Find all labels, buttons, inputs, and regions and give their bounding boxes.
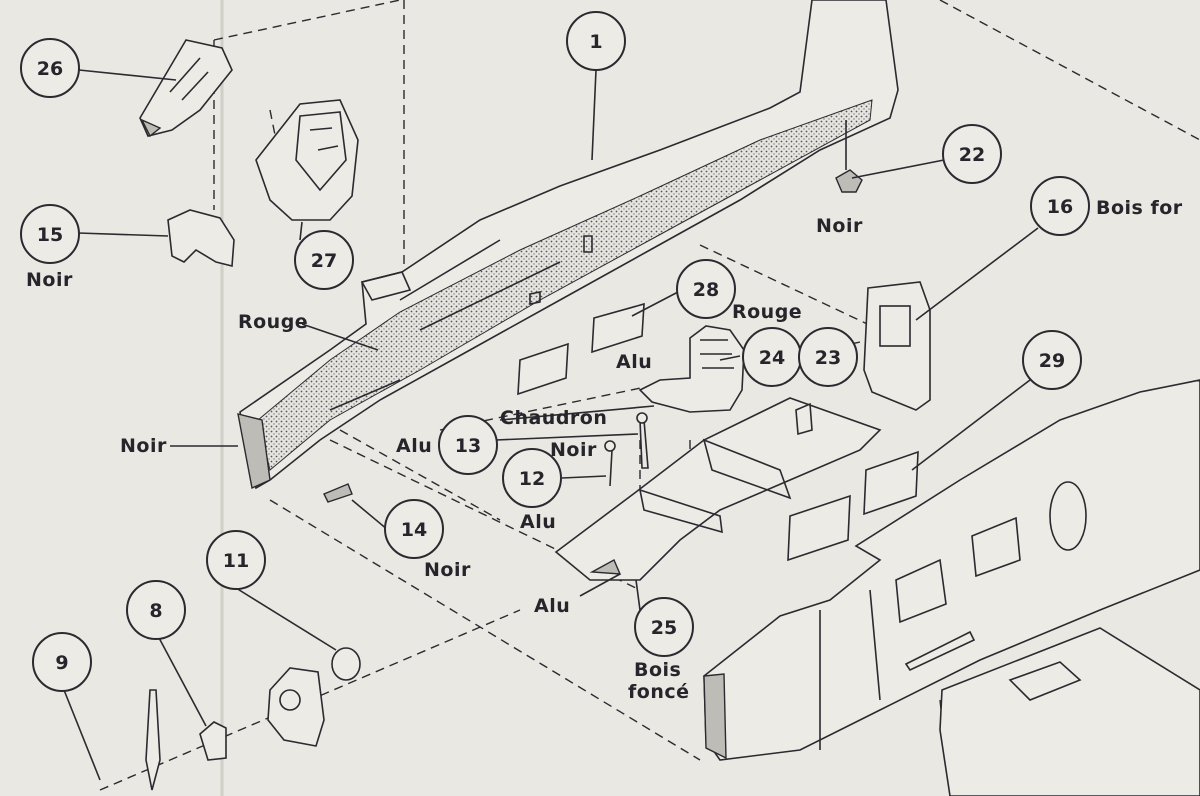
callout-8: 8 (126, 580, 186, 640)
label-alu-12: Alu (520, 511, 556, 533)
part-1-fuselage-half (237, 0, 899, 490)
part-27-canopy-rear (255, 99, 359, 221)
callout-15: 15 (20, 204, 80, 264)
label-alu-24: Alu (616, 351, 652, 373)
label-alu-25: Alu (534, 595, 570, 617)
label-bois-16: Bois for (1096, 197, 1183, 219)
svg-text:1: 1 (589, 31, 602, 53)
callout-1: 1 (566, 11, 626, 71)
callout-27: 27 (294, 230, 354, 290)
callout-26: 26 (20, 38, 80, 98)
parts-12-13-sticks (604, 412, 649, 487)
part-29-windows (787, 450, 919, 562)
callout-14: 14 (384, 499, 444, 559)
part-24-seat (638, 325, 745, 413)
callout-9: 9 (32, 632, 92, 692)
callout-11: 11 (206, 530, 266, 590)
callout-25: 25 (634, 597, 694, 657)
svg-text:25: 25 (651, 617, 677, 639)
callout-12: 12 (502, 448, 562, 508)
label-fonce-25: foncé (628, 681, 690, 703)
part-9-propeller (145, 689, 161, 791)
part-28-windows (517, 302, 645, 396)
svg-text:8: 8 (149, 600, 162, 622)
part-15-piece (167, 209, 235, 268)
callout-24: 24 (742, 327, 802, 387)
svg-text:9: 9 (55, 652, 68, 674)
label-noir-15: Noir (26, 269, 73, 291)
svg-text:14: 14 (401, 519, 427, 541)
part-16-bulkhead (863, 281, 931, 411)
fuselage-half-right (703, 379, 1200, 761)
engine-cowl (267, 667, 325, 747)
label-noir-14: Noir (424, 559, 471, 581)
callout-16: 16 (1030, 176, 1090, 236)
svg-text:22: 22 (959, 144, 985, 166)
svg-text:23: 23 (815, 347, 841, 369)
svg-text:26: 26 (37, 58, 63, 80)
label-rouge-24: Rouge (732, 301, 802, 323)
callout-28: 28 (676, 259, 736, 319)
svg-text:27: 27 (311, 250, 337, 272)
callout-13: 13 (438, 415, 498, 475)
svg-text:11: 11 (223, 550, 249, 572)
label-noir-13: Noir (550, 439, 597, 461)
part-26-canopy-front (139, 39, 233, 138)
callout-22: 22 (942, 124, 1002, 184)
part-22-knob (835, 120, 863, 193)
part-14-pin (323, 483, 353, 503)
part-25-floor (554, 397, 882, 581)
svg-text:15: 15 (37, 224, 63, 246)
svg-text:13: 13 (455, 435, 481, 457)
callout-23: 23 (798, 327, 858, 387)
part-11-cylinder (331, 647, 361, 681)
svg-text:28: 28 (693, 279, 719, 301)
label-rouge-1: Rouge (238, 311, 308, 333)
svg-text:24: 24 (759, 347, 785, 369)
label-chaudron: Chaudron (500, 407, 607, 429)
wing-piece (939, 627, 1200, 796)
part-8-spinner-plate (199, 721, 227, 761)
label-bois-25: Bois (634, 659, 681, 681)
label-noir-22: Noir (816, 215, 863, 237)
svg-text:16: 16 (1047, 196, 1073, 218)
leader-lines (63, 69, 1039, 781)
svg-text:12: 12 (519, 468, 545, 490)
label-alu-13: Alu (396, 435, 432, 457)
label-noir-1: Noir (120, 435, 167, 457)
callout-29: 29 (1022, 330, 1082, 390)
svg-text:29: 29 (1039, 350, 1065, 372)
